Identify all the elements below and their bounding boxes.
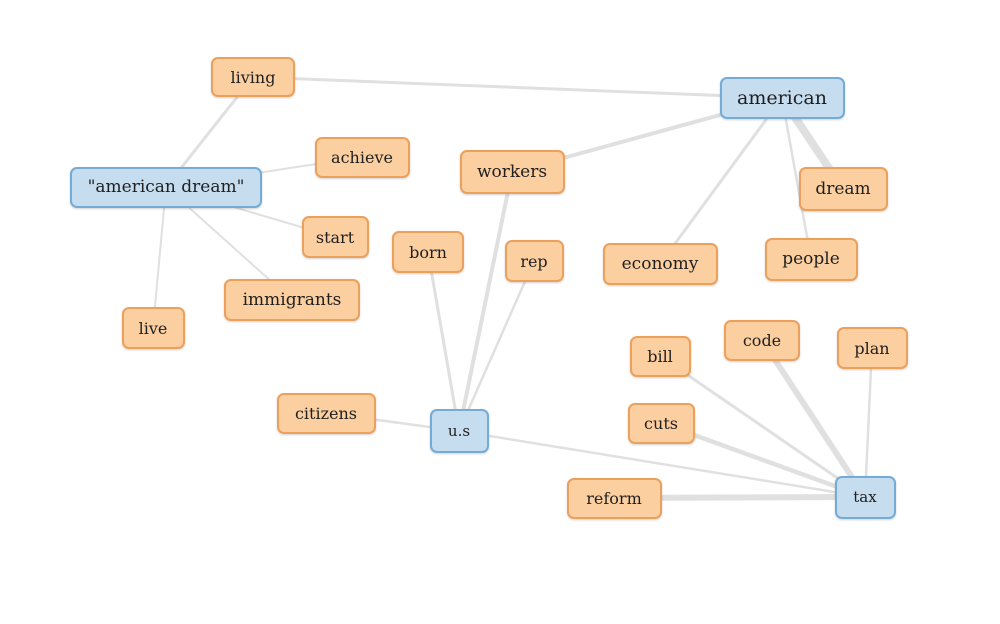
node-citizens[interactable]: citizens (276, 392, 376, 434)
edge-plan-tax (863, 347, 874, 498)
node-code[interactable]: code (724, 319, 800, 361)
node-live[interactable]: live (121, 307, 185, 349)
node-american-dream[interactable]: "american dream" (70, 166, 262, 208)
node-immigrants[interactable]: immigrants (224, 279, 360, 321)
node-rep[interactable]: rep (504, 240, 564, 282)
node-american[interactable]: american (719, 77, 845, 119)
edge-bill-tax (659, 354, 866, 499)
node-born[interactable]: born (392, 231, 464, 273)
edge-born-us (426, 251, 461, 432)
node-economy[interactable]: economy (602, 243, 718, 285)
node-living[interactable]: living (211, 57, 295, 97)
node-tax[interactable]: tax (834, 475, 896, 519)
edge-us-tax (458, 429, 866, 499)
node-cuts[interactable]: cuts (627, 402, 695, 444)
edge-cuts-tax (660, 420, 866, 500)
edge-rep-us (457, 260, 536, 432)
node-start[interactable]: start (301, 216, 369, 258)
edge-living-american (252, 75, 783, 100)
node-workers[interactable]: workers (459, 150, 565, 194)
node-dream[interactable]: dream (798, 167, 888, 211)
edge-american-economy (658, 97, 784, 265)
node-achieve[interactable]: achieve (314, 136, 410, 178)
node-reform[interactable]: reform (566, 477, 662, 519)
edge-code-tax (759, 338, 868, 499)
edge-american-dream-live (152, 186, 167, 329)
node-people[interactable]: people (764, 237, 858, 281)
node-bill[interactable]: bill (629, 335, 691, 377)
edge-american-people (780, 97, 813, 260)
edge-workers-us (457, 171, 514, 432)
node-plan[interactable]: plan (836, 327, 908, 369)
node-us[interactable]: u.s (429, 409, 489, 453)
